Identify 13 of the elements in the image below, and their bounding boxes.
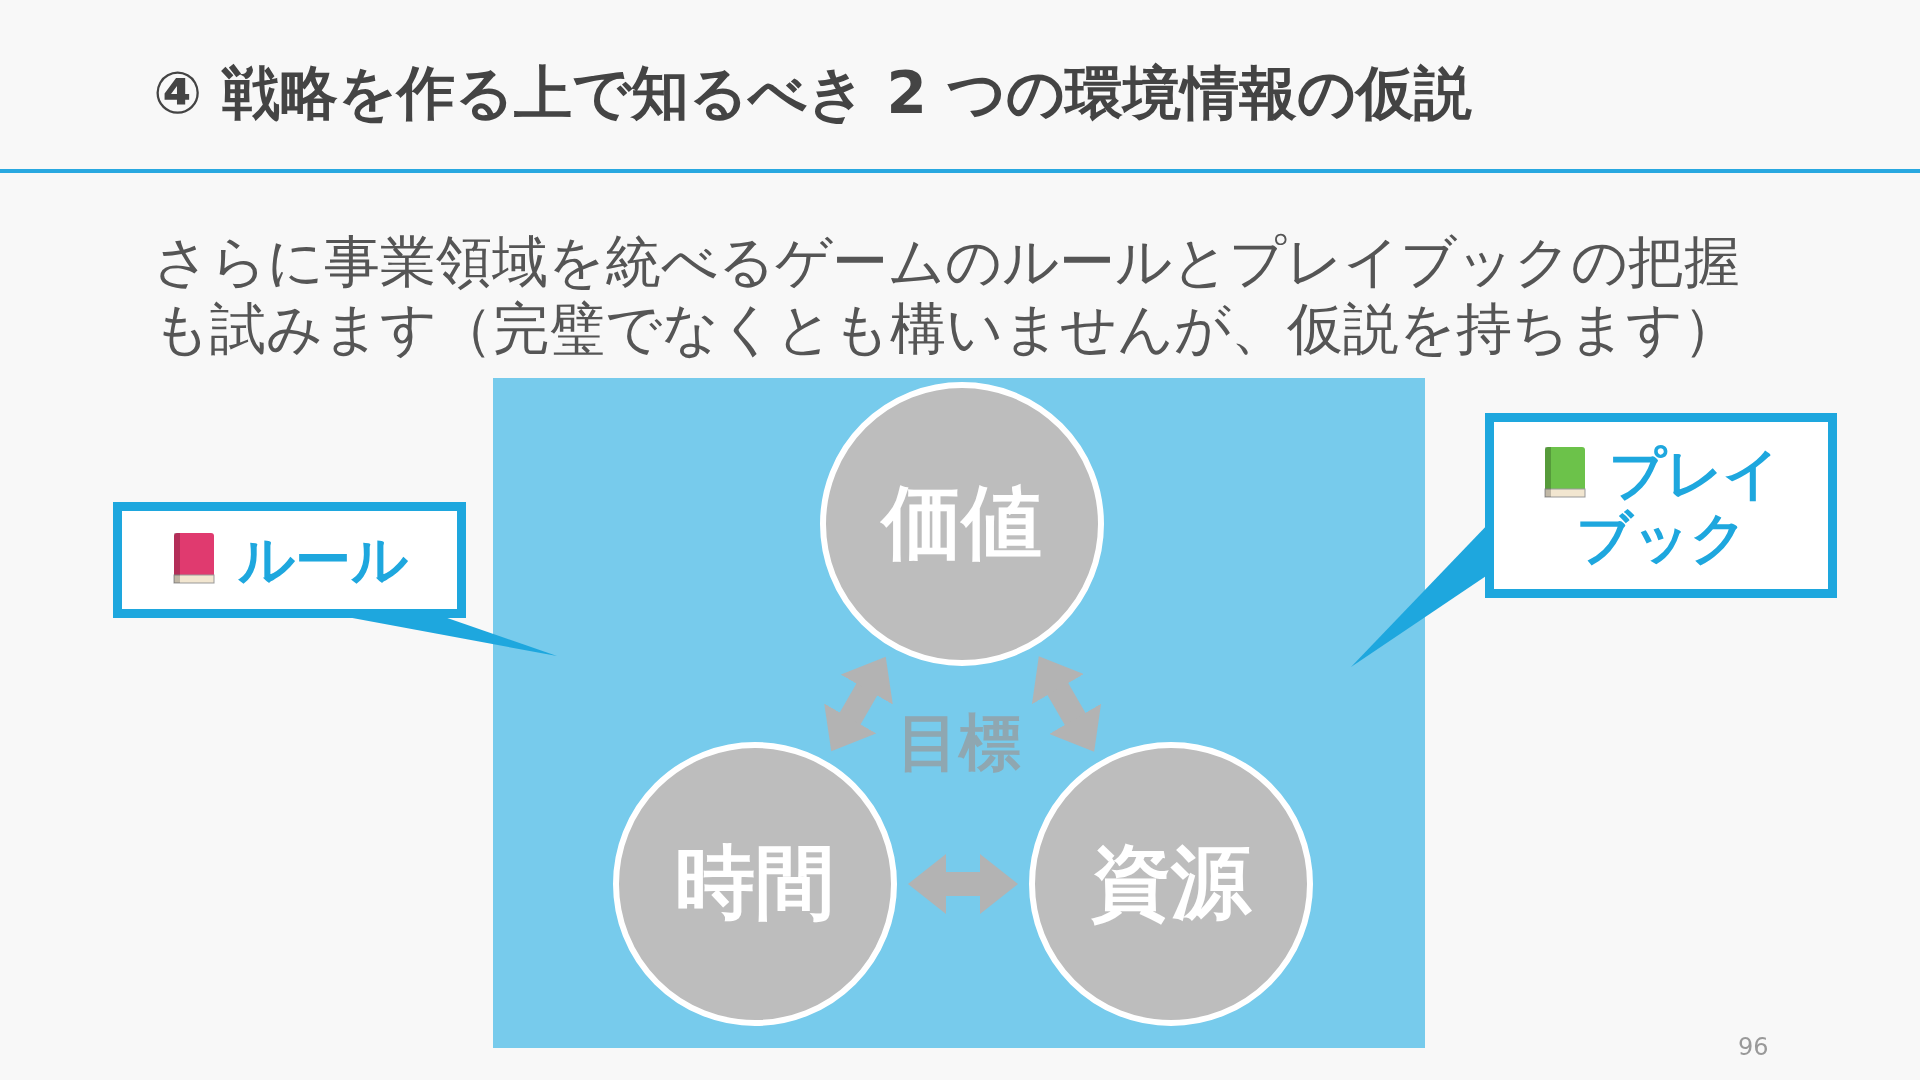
goal-label: 目標 bbox=[896, 708, 1022, 778]
page-number: 96 bbox=[1738, 1033, 1770, 1061]
circle-node: 資源 bbox=[1029, 742, 1313, 1026]
background-panel bbox=[493, 378, 1425, 1048]
circle-node: 価値 bbox=[820, 382, 1104, 666]
double-arrow bbox=[824, 656, 893, 752]
subtitle: さらに事業領域を統べるゲームのルールとプレイブックの把握も試みます（完璧でなくとも構いませんが、仮説を持ちます） bbox=[153, 228, 1741, 362]
circle-node: 時間 bbox=[613, 742, 897, 1026]
callout-box: ルール bbox=[113, 502, 466, 618]
double-arrow bbox=[1031, 656, 1102, 752]
callout-box: プレイブック bbox=[1485, 413, 1837, 598]
title: ④ 戦略を作る上で知るべき 2 つの環境情報の仮説 bbox=[153, 58, 1473, 129]
double-arrow bbox=[908, 854, 1018, 914]
